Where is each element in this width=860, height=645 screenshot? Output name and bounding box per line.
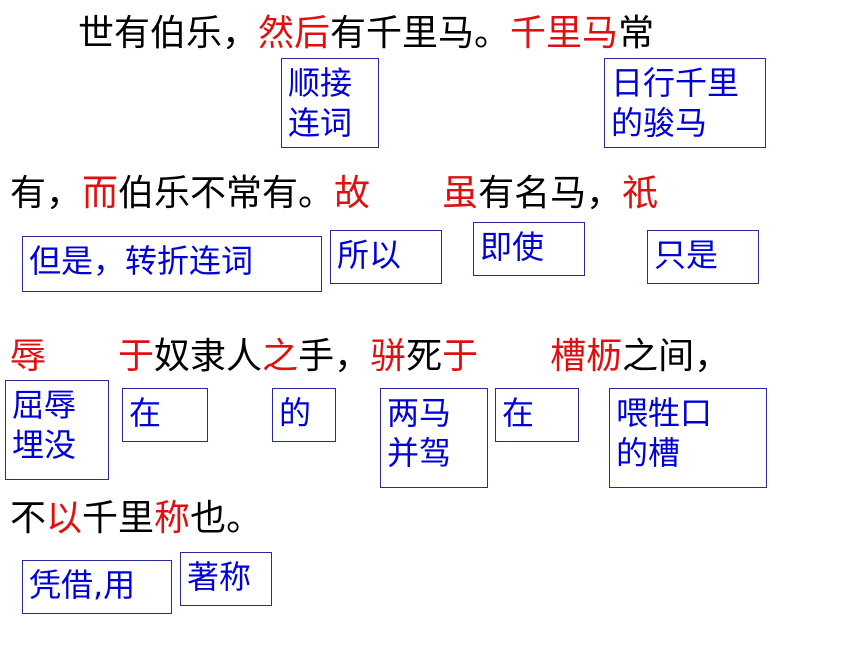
text-segment: 伯乐不常有。 [118,173,335,214]
annotation-shunjie-lianci: 顺接连词 [281,58,379,148]
annotation-text: 但是，转折连词 [29,242,254,280]
annotation-text: 顺接 [288,64,353,102]
text-segment [370,173,442,214]
text-line-4: 不以千里称也。 [10,497,262,541]
annotation-text: 日行千里 [611,64,740,102]
highlighted-word: 之 [262,336,299,377]
annotation-text: 凭借,用 [29,566,136,604]
highlighted-word: 于 [118,336,155,377]
annotation-suoyi: 所以 [330,230,442,284]
highlighted-word: 骈 [370,336,407,377]
text-segment [46,336,118,377]
annotation-text: 在 [502,394,535,432]
annotation-zai-2: 在 [495,388,579,442]
highlighted-word: 辱 [10,336,47,377]
annotation-text: 并驾 [387,434,452,472]
annotation-text: 连词 [288,104,353,142]
annotation-text: 所以 [337,236,402,274]
annotation-text: 屈辱 [12,386,77,424]
highlighted-word: 槽枥 [550,336,623,377]
highlighted-word: 祇 [622,173,659,214]
annotation-zhishi: 只是 [647,230,759,284]
annotation-text: 即使 [480,228,545,266]
highlighted-word: 千里马 [510,13,619,54]
annotation-zhucheng: 著称 [180,552,272,606]
annotation-text: 的骏马 [611,104,708,142]
text-line-1: 世有伯乐，然后有千里马。千里马常 [78,12,654,56]
annotation-zai-1: 在 [122,388,208,442]
annotation-text: 两马 [387,394,452,432]
text-segment: 世有伯乐， [78,13,259,54]
annotation-text: 著称 [187,558,252,596]
annotation-jishi: 即使 [473,222,585,276]
text-segment: 也。 [190,498,263,539]
text-segment: 不 [10,498,47,539]
text-segment: 常 [618,13,655,54]
annotation-text: 的槽 [616,434,681,472]
highlighted-word: 称 [154,498,191,539]
annotation-caocao: 喂牲口的槽 [609,388,767,488]
text-segment: 手， [298,336,371,377]
annotation-text: 埋没 [12,426,77,464]
highlighted-word: 然后 [258,13,331,54]
text-segment: 有， [10,173,83,214]
annotation-text: 的 [279,394,312,432]
text-segment [478,336,550,377]
highlighted-word: 于 [442,336,479,377]
annotation-text: 只是 [654,236,719,274]
annotation-junma: 日行千里的骏马 [604,58,766,148]
annotation-text: 在 [129,394,162,432]
text-segment: 千里 [82,498,155,539]
text-segment: 之间， [622,336,731,377]
text-segment: 奴隶人 [154,336,263,377]
annotation-liangma-bingjia: 两马并驾 [380,388,488,488]
text-segment: 有名马， [478,173,623,214]
annotation-text: 喂牲口 [616,394,713,432]
text-line-3: 辱 于奴隶人之手，骈死于 槽枥之间， [10,335,730,379]
text-line-2: 有，而伯乐不常有。故 虽有名马，祇 [10,172,658,216]
text-segment: 有千里马。 [330,13,511,54]
annotation-danshi: 但是，转折连词 [22,236,322,292]
highlighted-word: 以 [46,498,83,539]
text-segment: 死 [406,336,443,377]
annotation-de: 的 [272,388,336,442]
annotation-quru-maimo: 屈辱埋没 [5,380,109,480]
highlighted-word: 故 [334,173,371,214]
highlighted-word: 虽 [442,173,479,214]
annotation-pingjie: 凭借,用 [22,560,172,614]
highlighted-word: 而 [82,173,119,214]
